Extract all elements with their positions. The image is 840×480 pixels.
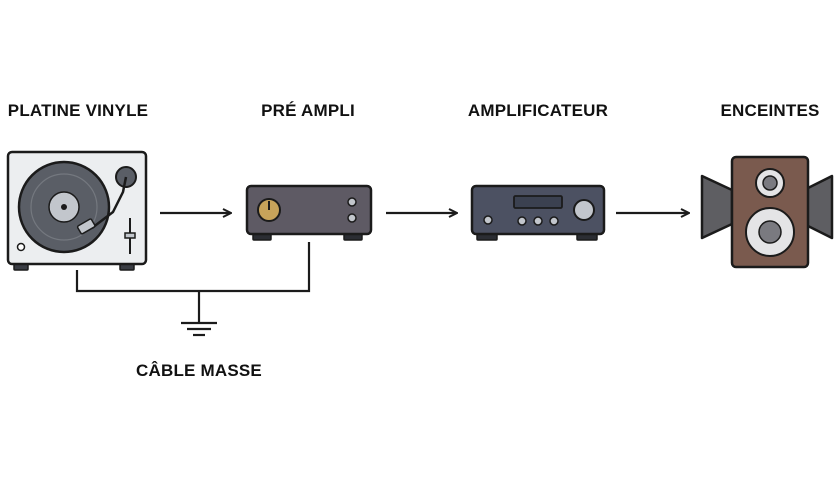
tonearm <box>91 176 128 229</box>
label-speakers: ENCEINTES <box>720 101 820 120</box>
speaker-icon <box>700 155 834 269</box>
ground-symbol <box>181 321 217 337</box>
label-turntable: PLATINE VINYLE <box>7 101 149 120</box>
label-ground-cable: CÂBLE MASSE <box>136 361 262 380</box>
pitch-slider <box>124 232 136 239</box>
headshell <box>76 218 96 235</box>
amplifier-volume-knob <box>573 199 595 221</box>
speaker-wing-left <box>700 174 734 240</box>
amplifier-body <box>470 184 606 236</box>
turntable-icon <box>6 150 148 271</box>
ground-cable <box>75 242 311 293</box>
power-button <box>483 215 493 225</box>
amplifier-icon <box>470 184 606 241</box>
preamp-icon <box>245 184 373 241</box>
label-amplifier: AMPLIFICATEUR <box>467 101 609 120</box>
label-preamp: PRÉ AMPLI <box>261 101 355 120</box>
preamp-body <box>245 184 373 236</box>
amplifier-display <box>513 195 563 209</box>
